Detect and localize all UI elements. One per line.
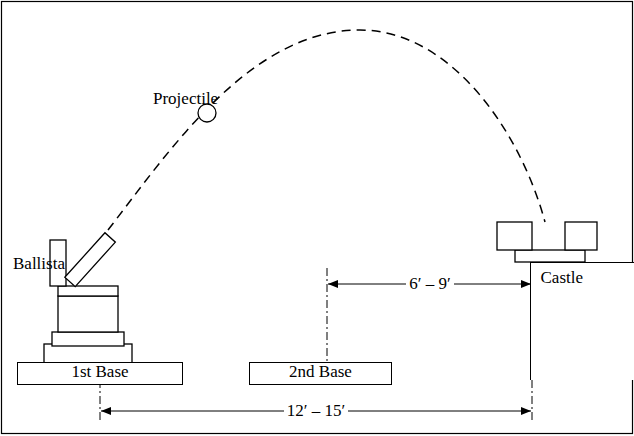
node-label: 2nd Base (250, 363, 391, 382)
node-label: 1st Base (18, 363, 182, 382)
centre-lines (100, 268, 532, 422)
part-name: Ballista (10, 255, 68, 274)
ballista-symbol (44, 233, 132, 363)
dimension-lines (101, 284, 531, 411)
part-name: Projectile (150, 90, 221, 109)
castle-wall: Castle (530, 262, 634, 380)
castle-turrets (497, 222, 597, 262)
node-label: Castle (541, 269, 634, 288)
base-platform: 2nd Base (249, 362, 392, 385)
base-platform: 1st Base (17, 362, 183, 385)
dimension-text: 6′ – 9′ (406, 275, 453, 294)
trajectory (108, 30, 545, 230)
dimension-text: 12′ – 15′ (284, 402, 348, 421)
